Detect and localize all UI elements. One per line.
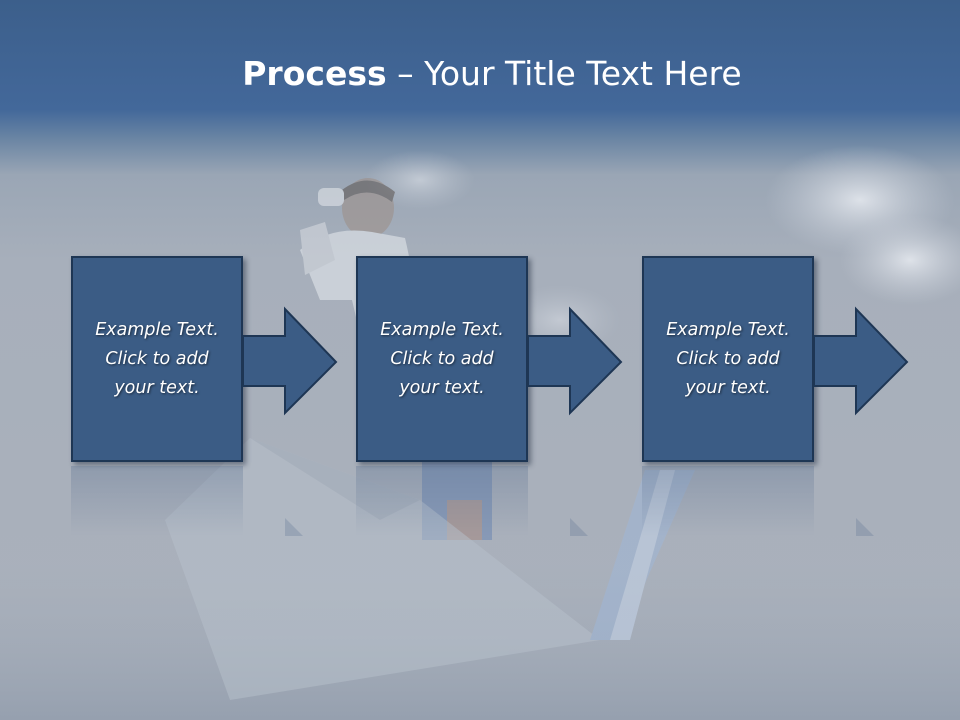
- step-3-arrow-icon: [814, 306, 909, 416]
- step-1-text-box[interactable]: Example Text. Click to add your text.: [71, 256, 243, 462]
- step-text-line: Click to add: [676, 348, 780, 369]
- cloud: [840, 215, 960, 305]
- process-step-2: Example Text. Click to add your text.: [356, 256, 626, 468]
- step-text-line: your text.: [685, 377, 771, 398]
- process-step-3: Example Text. Click to add your text.: [642, 256, 912, 468]
- step-text-line: Click to add: [390, 348, 494, 369]
- process-step-1: Example Text. Click to add your text.: [71, 256, 341, 468]
- slide-title[interactable]: Process – Your Title Text Here: [0, 54, 960, 93]
- step-2-arrow-icon: [528, 306, 623, 416]
- step-text-line: Example Text.: [380, 319, 504, 340]
- step-1-text: Example Text. Click to add your text.: [77, 316, 237, 403]
- step-1-reflection: [71, 466, 303, 536]
- step-text-line: your text.: [114, 377, 200, 398]
- step-2-text: Example Text. Click to add your text.: [362, 316, 522, 403]
- step-text-line: your text.: [399, 377, 485, 398]
- step-3-reflection: [642, 466, 874, 536]
- step-2-reflection: [356, 466, 588, 536]
- step-2-text-box[interactable]: Example Text. Click to add your text.: [356, 256, 528, 462]
- title-bold-part: Process: [242, 54, 387, 93]
- step-3-text-box[interactable]: Example Text. Click to add your text.: [642, 256, 814, 462]
- step-1-arrow-icon: [243, 306, 338, 416]
- step-text-line: Click to add: [105, 348, 209, 369]
- title-rest-part: – Your Title Text Here: [386, 54, 742, 93]
- step-text-line: Example Text.: [666, 319, 790, 340]
- step-text-line: Example Text.: [95, 319, 219, 340]
- step-3-text: Example Text. Click to add your text.: [648, 316, 808, 403]
